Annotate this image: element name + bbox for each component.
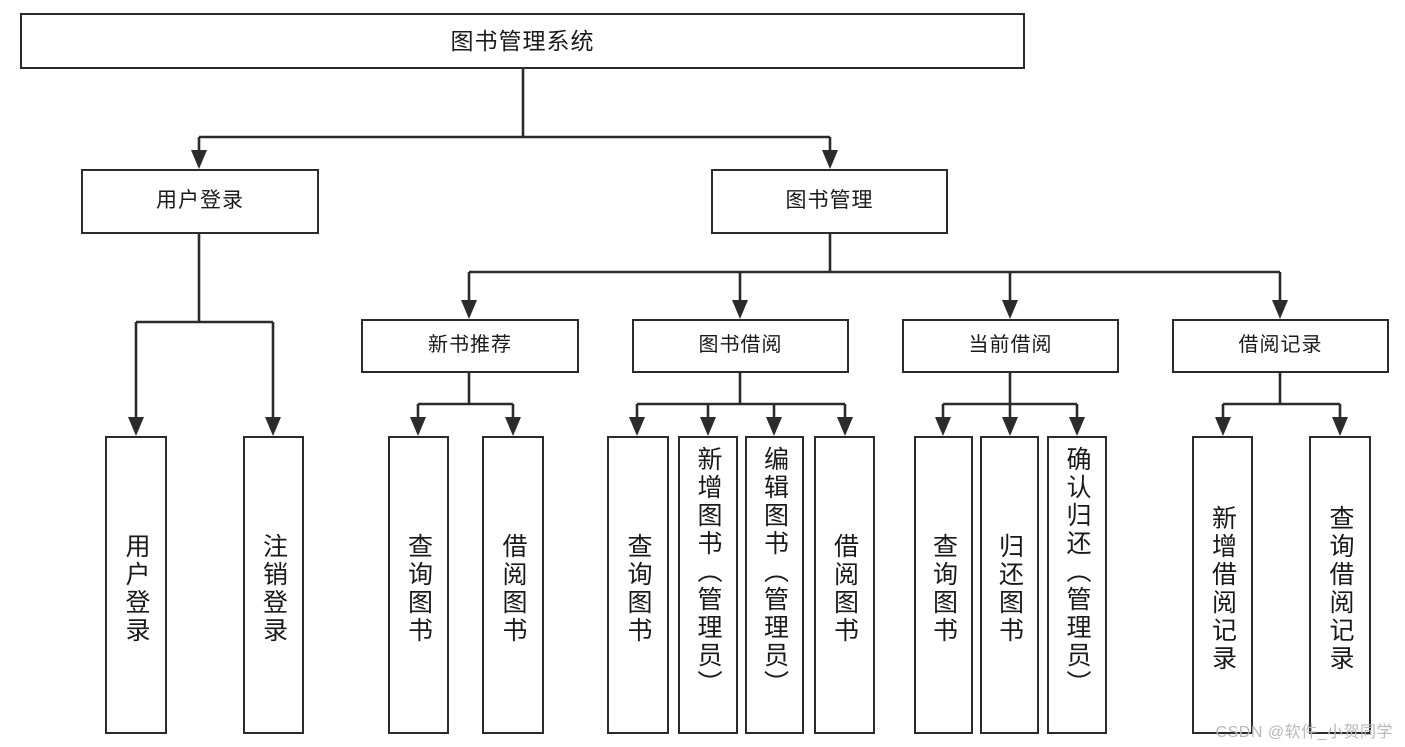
node-label: 新书推荐 [428,334,512,357]
arrowhead-leaf-2 [410,417,426,436]
leaf-query-book-newbook[interactable]: 查询图书 [388,436,449,734]
node-book-borrow[interactable]: 图书借阅 [632,319,849,373]
arrowhead-leaf-1 [265,417,281,436]
node-label: 图书借阅 [698,334,783,357]
arrowhead-leaf-8 [935,417,951,436]
node-borrow-record[interactable]: 借阅记录 [1172,319,1389,373]
node-root-system[interactable]: 图书管理系统 [20,13,1025,69]
arrowhead-newbook [461,300,477,319]
leaf-add-book-admin[interactable]: 新增图书（管理员） [678,436,738,734]
node-label: 查询图书 [624,533,652,645]
leaf-query-borrow-record[interactable]: 查询借阅记录 [1309,436,1371,734]
arrowhead-leaf-6 [766,417,782,436]
node-book-management[interactable]: 图书管理 [711,169,948,234]
leaf-query-book-borrow[interactable]: 查询图书 [607,436,669,734]
node-label: 新增借阅记录 [1208,505,1237,673]
leaf-borrow-book-newbook[interactable]: 借阅图书 [482,436,544,734]
node-label: 归还图书 [995,533,1024,645]
node-label: 借阅记录 [1238,334,1323,357]
arrowhead-leaf-5 [700,417,716,436]
node-label: 确认归还（管理员） [1063,446,1091,698]
arrowhead-borrow [732,300,748,319]
node-label: 用户登录 [122,533,150,645]
arrowhead-current [1002,300,1018,319]
node-label: 用户登录 [156,189,244,213]
leaf-borrow-book-borrow[interactable]: 借阅图书 [814,436,875,734]
node-label: 借阅图书 [830,533,859,645]
node-label: 当前借阅 [968,334,1053,357]
arrowhead-leaf-7 [837,417,853,436]
arrowhead-leaf-9 [1002,417,1018,436]
arrowhead-leaf-4 [629,417,645,436]
node-label: 图书管理 [785,189,874,213]
arrowhead-bookmgmt [822,150,838,169]
leaf-add-borrow-record[interactable]: 新增借阅记录 [1192,436,1253,734]
arrowhead-leaf-3 [505,417,521,436]
node-label: 图书管理系统 [450,27,595,54]
node-current-borrow[interactable]: 当前借阅 [902,319,1119,373]
leaf-user-login[interactable]: 用户登录 [105,436,167,734]
node-label: 查询图书 [404,533,433,645]
arrowhead-leaf-12 [1332,417,1348,436]
node-label: 注销登录 [259,533,288,645]
node-label: 编辑图书（管理员） [760,446,789,698]
csdn-watermark: CSDN @软件_小贺同学 [1215,724,1393,741]
leaf-confirm-return-admin[interactable]: 确认归还（管理员） [1047,436,1107,734]
arrowhead-record [1272,300,1288,319]
leaf-edit-book-admin[interactable]: 编辑图书（管理员） [745,436,804,734]
node-label: 查询图书 [929,533,958,645]
arrowhead-leaf-0 [128,417,144,436]
node-label: 查询借阅记录 [1326,505,1354,673]
node-user-login[interactable]: 用户登录 [81,169,319,234]
leaf-logout[interactable]: 注销登录 [243,436,304,734]
arrowhead-leaf-10 [1069,417,1085,436]
leaf-query-book-current[interactable]: 查询图书 [914,436,973,734]
node-label: 借阅图书 [499,533,527,645]
arrowhead-leaf-11 [1215,417,1231,436]
leaf-return-book[interactable]: 归还图书 [980,436,1039,734]
arrowhead-login [191,150,207,169]
node-new-book-recommend[interactable]: 新书推荐 [361,319,579,373]
node-label: 新增图书（管理员） [694,446,722,698]
